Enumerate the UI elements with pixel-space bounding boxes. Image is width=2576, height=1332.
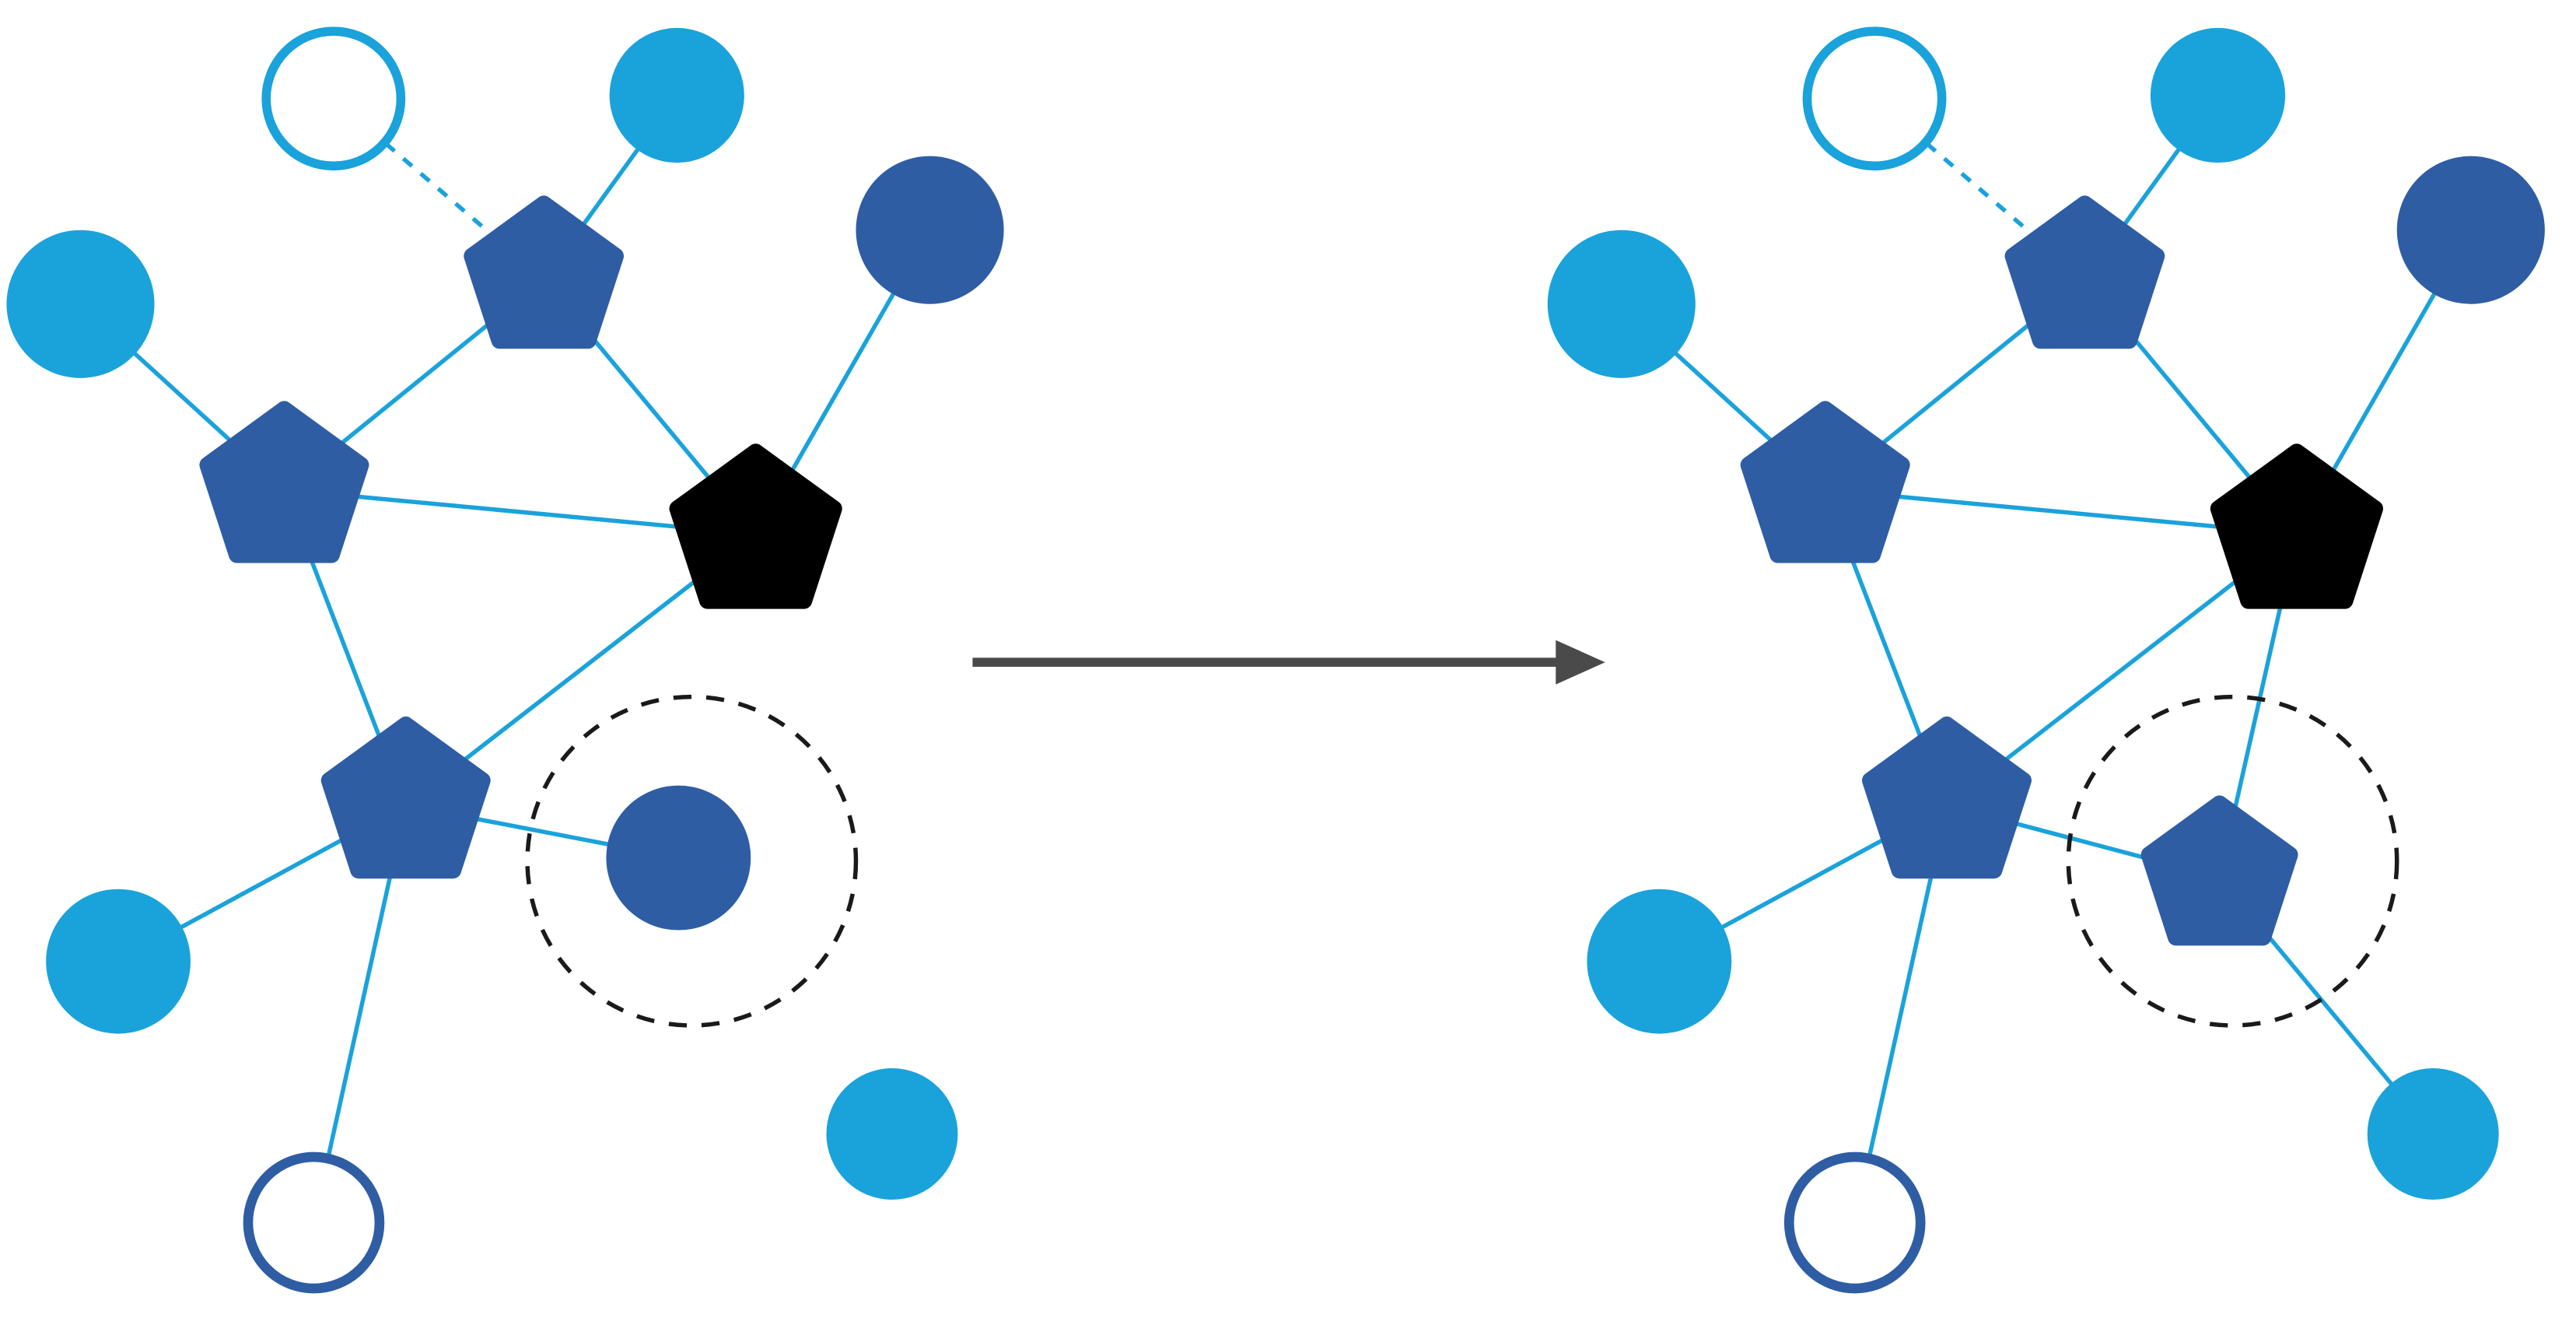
node-pentagon-blue: [2004, 195, 2165, 349]
node-pentagon-blue: [464, 195, 625, 349]
node-pentagon-black: [669, 443, 842, 609]
node-circle-cyan: [609, 27, 744, 163]
highlight-dashed-circle: [2066, 694, 2399, 1028]
node-pentagon-blue: [199, 401, 369, 563]
node-pentagon-blue-highlighted: [2140, 795, 2298, 946]
node-circle-cyan: [1547, 230, 1696, 378]
node-circle-cyan: [2150, 27, 2286, 163]
node-circle-cyan-isolated: [826, 1067, 958, 1200]
node-pentagon-blue: [1740, 401, 1910, 563]
node-circle-cyan: [2367, 1067, 2499, 1200]
node-circle-cyan: [1587, 889, 1732, 1034]
node-circle-outline-cyan: [261, 26, 406, 171]
node-circle-blue-highlighted: [606, 785, 751, 931]
highlight-dashed-circle: [525, 694, 859, 1028]
node-circle-cyan: [6, 230, 155, 378]
node-circle-cyan: [46, 889, 191, 1034]
graph-after: [1547, 26, 2545, 1294]
node-pentagon-blue: [1862, 716, 2032, 879]
transform-arrow-head: [1556, 640, 1605, 685]
node-circle-blue: [2396, 156, 2545, 304]
node-pentagon-black: [2210, 443, 2384, 609]
graph-before: [6, 26, 1004, 1294]
node-pentagon-blue: [320, 716, 491, 879]
node-circle-outline-cyan: [1802, 26, 1947, 171]
node-circle-blue: [856, 156, 1004, 304]
node-circle-outline-blue: [1783, 1151, 1926, 1294]
node-circle-outline-blue: [243, 1151, 385, 1294]
